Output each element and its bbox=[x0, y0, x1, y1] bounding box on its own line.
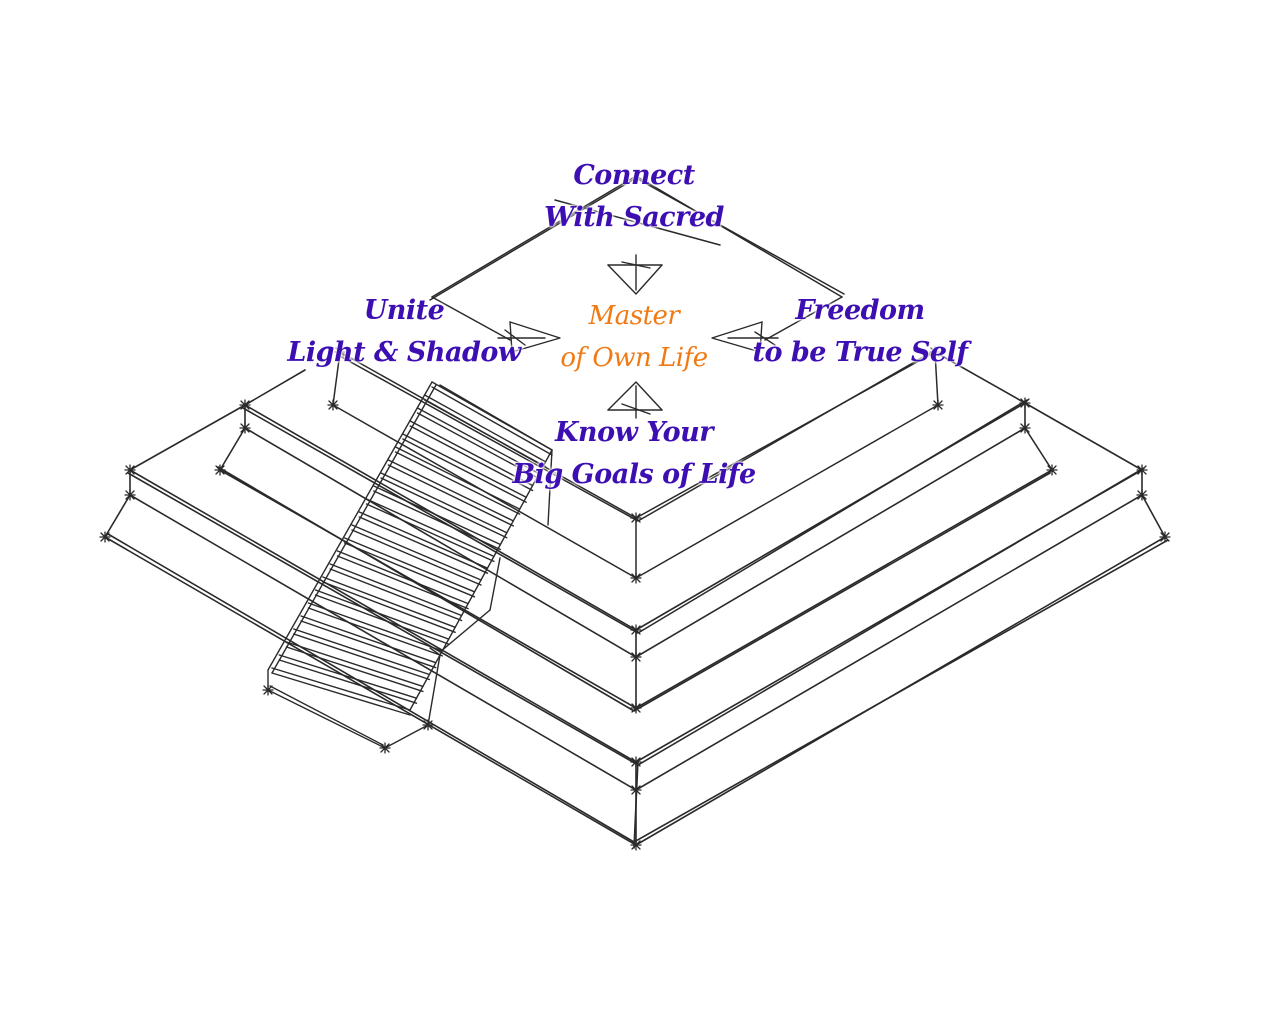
vertex-mark bbox=[327, 399, 339, 411]
stair-tread bbox=[278, 654, 418, 699]
vertex-mark bbox=[630, 572, 642, 584]
vertex-mark bbox=[239, 422, 251, 434]
label-bottom-line-2: Big Goals of Life bbox=[512, 459, 756, 490]
stair-tread bbox=[409, 420, 534, 487]
stair-tread bbox=[365, 498, 495, 558]
vertex-mark bbox=[124, 489, 136, 501]
label-right-line-2: to be True Self bbox=[752, 337, 968, 368]
label-master-of-own-life: Master of Own Life bbox=[560, 295, 708, 379]
vertex-marks bbox=[99, 346, 1171, 851]
vertex-mark bbox=[630, 784, 642, 796]
vertex-mark bbox=[630, 702, 642, 714]
stair-tread bbox=[329, 568, 463, 622]
vertex-mark bbox=[1136, 464, 1148, 476]
stair-tread bbox=[344, 542, 476, 598]
stair-tread bbox=[431, 381, 553, 451]
vertex-mark bbox=[1136, 489, 1148, 501]
label-top-line-2: With Sacred bbox=[544, 202, 724, 233]
stair-tread bbox=[293, 628, 431, 676]
vertex-mark bbox=[214, 464, 226, 476]
vertex-mark bbox=[630, 839, 642, 851]
stair-tread bbox=[336, 555, 469, 610]
stair-tread bbox=[358, 516, 489, 574]
stair-tread bbox=[424, 394, 547, 463]
stair-tread bbox=[293, 633, 431, 681]
label-left-line-1: Unite bbox=[363, 295, 445, 326]
stair-tread bbox=[424, 399, 547, 468]
stair-tread bbox=[307, 607, 443, 657]
label-center-line-2: of Own Life bbox=[560, 343, 708, 373]
vertex-mark bbox=[379, 742, 391, 754]
stair-tread bbox=[373, 490, 502, 551]
stair-tread bbox=[416, 412, 540, 480]
stair-tread bbox=[365, 503, 495, 563]
pyramid-staircase bbox=[267, 381, 553, 749]
stair-tread bbox=[314, 594, 450, 645]
label-bottom-line-1: Know Your bbox=[554, 417, 714, 448]
arrow-from-bottom bbox=[607, 381, 663, 419]
vertex-mark bbox=[1019, 397, 1031, 409]
vertex-mark bbox=[1046, 464, 1058, 476]
stair-tread bbox=[322, 576, 456, 628]
stair-tread bbox=[351, 524, 482, 581]
stair-tread bbox=[285, 646, 424, 693]
stair-tread bbox=[336, 550, 469, 605]
stair-tread bbox=[402, 438, 527, 503]
stair-tread bbox=[402, 433, 527, 498]
stair-tread bbox=[314, 589, 450, 640]
stair-tread bbox=[351, 529, 482, 586]
label-right-line-1: Freedom bbox=[795, 295, 925, 326]
arrow-from-top bbox=[607, 254, 663, 295]
stair-tread bbox=[329, 563, 463, 617]
arrow-from-right bbox=[711, 321, 779, 353]
stair-tread bbox=[307, 602, 443, 652]
label-know-your-big-goals: Know Your Big Goals of Life bbox=[512, 412, 756, 496]
stair-tread bbox=[380, 477, 508, 539]
vertex-mark bbox=[99, 531, 111, 543]
label-unite-light-shadow: Unite Light & Shadow bbox=[287, 290, 521, 374]
stair-tread bbox=[300, 615, 437, 664]
label-connect-with-sacred: Connect With Sacred bbox=[544, 155, 724, 239]
stair-tread bbox=[387, 459, 514, 522]
stair-tread bbox=[394, 446, 521, 510]
stair-tread bbox=[394, 451, 521, 515]
stair-tread bbox=[271, 672, 411, 716]
vertex-mark bbox=[1159, 531, 1171, 543]
vertex-mark bbox=[932, 399, 944, 411]
vertex-mark bbox=[239, 399, 251, 411]
stair-tread bbox=[285, 641, 424, 688]
vertex-mark bbox=[1019, 422, 1031, 434]
stair-tread bbox=[271, 667, 411, 711]
stair-tread bbox=[380, 472, 508, 534]
stair-tread bbox=[387, 464, 514, 527]
label-top-line-1: Connect bbox=[573, 160, 695, 191]
stair-tread bbox=[322, 581, 456, 633]
stair-steps bbox=[271, 381, 553, 716]
stair-stringer bbox=[409, 449, 553, 711]
stair-tread bbox=[431, 386, 553, 456]
stair-tread bbox=[278, 659, 418, 704]
stair-tread bbox=[373, 485, 502, 546]
vertex-mark bbox=[929, 346, 941, 358]
vertex-mark bbox=[262, 684, 274, 696]
vertex-mark bbox=[334, 346, 346, 358]
label-left-line-2: Light & Shadow bbox=[287, 337, 521, 368]
stair-tread bbox=[344, 537, 476, 593]
stair-tread bbox=[416, 407, 540, 475]
vertex-mark bbox=[630, 624, 642, 636]
stair-tread bbox=[409, 425, 534, 492]
vertex-mark bbox=[124, 464, 136, 476]
vertex-mark bbox=[630, 512, 642, 524]
stair-tread bbox=[300, 620, 437, 669]
arrow-from-left bbox=[497, 321, 561, 353]
vertex-mark bbox=[422, 719, 434, 731]
label-freedom-true-self: Freedom to be True Self bbox=[753, 290, 968, 374]
diagram-arrows bbox=[497, 254, 779, 419]
label-center-line-1: Master bbox=[588, 301, 680, 331]
stair-tread bbox=[358, 511, 489, 569]
vertex-mark bbox=[630, 651, 642, 663]
vertex-mark bbox=[630, 756, 642, 768]
